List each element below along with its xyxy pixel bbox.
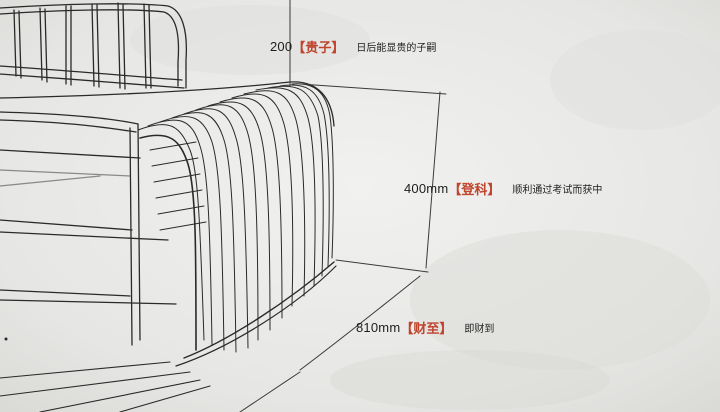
symbolic-term: 登科 bbox=[461, 183, 488, 198]
railing-sketch bbox=[0, 2, 188, 90]
close-bracket: 】 bbox=[487, 183, 501, 198]
term-meaning: 日后能显贵的子嗣 bbox=[356, 43, 437, 54]
curved-slats bbox=[137, 83, 337, 367]
dimension-extension-top bbox=[299, 83, 447, 95]
dimension-line-810mm bbox=[299, 275, 421, 371]
dimension-value: 400mm bbox=[404, 181, 449, 196]
dimension-line-400mm bbox=[425, 91, 441, 269]
open-bracket: 【 bbox=[448, 183, 462, 198]
symbolic-term: 财至 bbox=[413, 322, 440, 337]
symbolic-term: 贵子 bbox=[305, 41, 332, 56]
open-bracket: 【 bbox=[400, 322, 414, 337]
bench-seat bbox=[0, 81, 335, 346]
close-bracket: 】 bbox=[331, 41, 345, 56]
open-bracket: 【 bbox=[292, 41, 306, 56]
dimension-extension-bottom bbox=[335, 259, 429, 273]
term-meaning: 即财到 bbox=[464, 324, 495, 335]
dimension-value: 200 bbox=[270, 39, 293, 54]
close-bracket: 】 bbox=[439, 322, 453, 337]
dimension-lines bbox=[239, 0, 447, 412]
ink-dot bbox=[4, 337, 8, 341]
annotation-guizi: 200 【 贵子 】 日后能显贵的子嗣 bbox=[270, 37, 436, 56]
annotation-dengke: 400mm 【 登科 】 顺利通过考试而获中 bbox=[404, 179, 602, 198]
floor-lines bbox=[0, 361, 211, 412]
term-meaning: 顺利通过考试而获中 bbox=[512, 185, 603, 196]
dimension-value: 810mm bbox=[356, 320, 401, 335]
annotation-caizhi: 810mm 【 财至 】 即财到 bbox=[356, 318, 494, 337]
